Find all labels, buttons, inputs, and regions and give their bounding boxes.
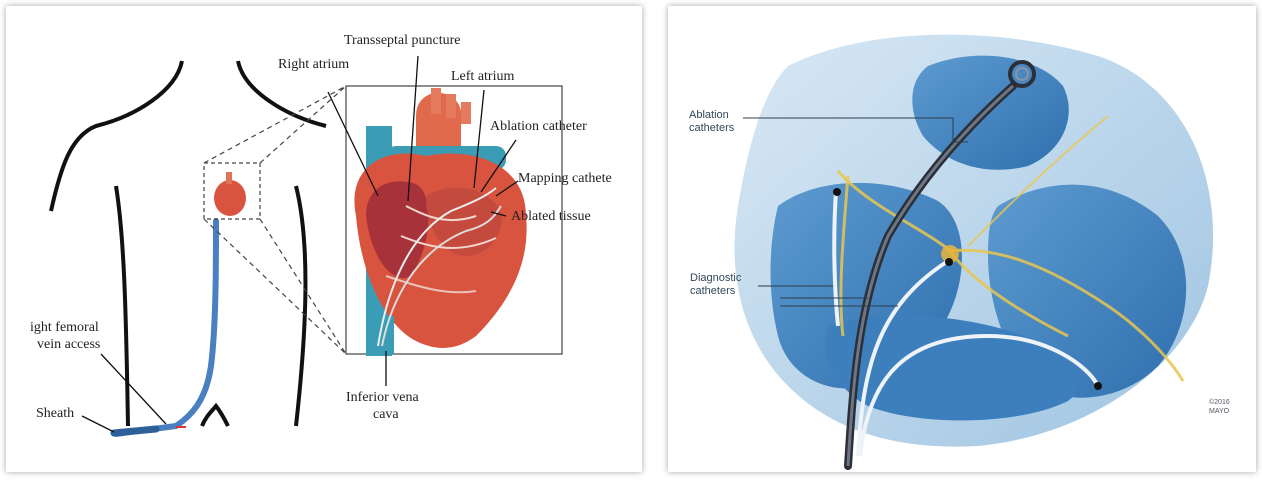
label-ivc-line1: Inferior vena	[346, 390, 419, 406]
sheath-marker	[114, 429, 156, 433]
label-diagnostic-catheters-line2: catheters	[690, 285, 735, 297]
heart-cross-section-illustration	[668, 6, 1256, 472]
label-ablated-tissue: Ablated tissue	[511, 209, 591, 225]
femoral-catheter	[116, 221, 216, 434]
right-diagram-panel: Ablation catheters Diagnostic catheters …	[668, 6, 1256, 472]
label-ablation-catheters-line2: catheters	[689, 122, 734, 134]
left-diagram-panel: Transseptal puncture Right atrium Left a…	[6, 6, 642, 472]
copyright-line2: MAYO	[1209, 408, 1229, 416]
label-right-atrium: Right atrium	[278, 57, 349, 73]
body-outline-legs	[202, 406, 228, 426]
label-left-atrium: Left atrium	[451, 69, 514, 85]
label-sheath: Sheath	[36, 406, 74, 422]
body-outline-right-arm	[296, 186, 305, 426]
label-femoral-access-line1: ight femoral	[30, 320, 99, 336]
label-ablation-catheter: Ablation catheter	[490, 119, 587, 135]
body-outline-illustration	[6, 6, 642, 472]
label-femoral-access-line2: vein access	[37, 337, 100, 353]
label-diagnostic-catheters-line1: Diagnostic	[690, 272, 741, 284]
label-ivc-line2: cava	[373, 407, 399, 423]
label-mapping-catheter: Mapping cathete	[518, 171, 612, 187]
copyright-line1: ©2016	[1209, 399, 1230, 407]
label-ablation-catheters-line1: Ablation	[689, 109, 729, 121]
body-outline-left-arm	[116, 186, 128, 426]
label-transseptal-puncture: Transseptal puncture	[344, 33, 461, 49]
heart-thumbnail	[214, 180, 246, 216]
